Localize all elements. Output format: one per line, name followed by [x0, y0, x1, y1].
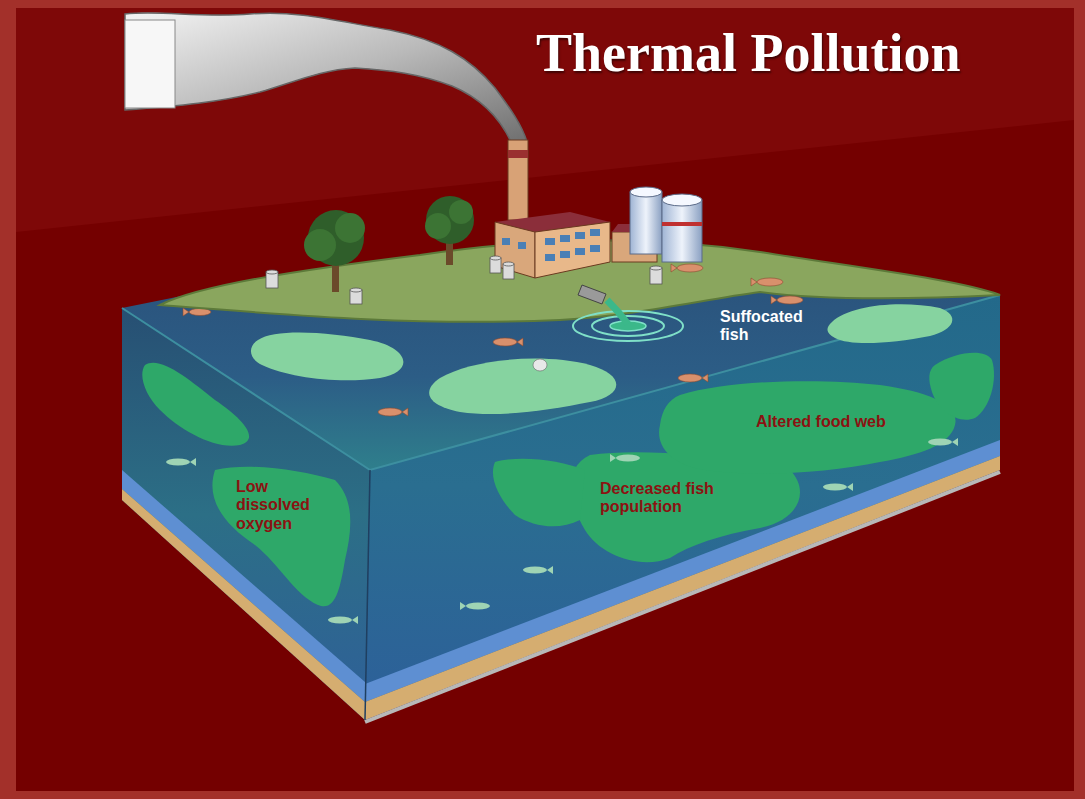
dead-fish-on-land-part — [677, 264, 703, 272]
factory-part-part — [560, 251, 570, 258]
discharge-pipe-part — [607, 300, 628, 324]
fish-front-part — [616, 455, 640, 462]
factory-part-part — [575, 232, 585, 239]
dead-fish-on-land-part — [771, 296, 777, 304]
fish-front-part — [847, 483, 853, 491]
green-zones-front-part — [493, 459, 585, 527]
effect-label: Low dissolved oxygen — [236, 478, 331, 533]
fish-top-part — [183, 308, 189, 316]
trees-part — [304, 229, 336, 261]
water-block-part — [365, 440, 1000, 702]
fish-front-part — [166, 459, 190, 466]
barrels-part — [490, 256, 501, 260]
factory-part-part — [545, 238, 555, 245]
factory-part-part — [518, 242, 526, 249]
barrels-part — [503, 262, 514, 266]
green-zones-top-part — [827, 304, 952, 343]
fish-front-part — [928, 439, 952, 446]
smoke-plume — [125, 13, 527, 142]
fish-front-part — [190, 458, 196, 466]
smoke-plume-part — [125, 13, 527, 142]
factory-part-part — [590, 229, 600, 236]
factory-part-part — [502, 238, 510, 245]
barrels — [266, 256, 662, 304]
trees — [304, 196, 474, 292]
background-part — [16, 8, 1074, 791]
factory-part-part — [560, 235, 570, 242]
fish-front — [166, 438, 958, 624]
storage-tanks-part — [630, 187, 662, 197]
fish-top-part — [493, 338, 517, 346]
fish-top — [183, 308, 708, 416]
fish-top-part — [533, 359, 547, 371]
trees-part — [426, 196, 474, 244]
fish-top-part — [402, 408, 408, 416]
title: Thermal Pollution — [536, 22, 961, 84]
fish-top-part — [517, 338, 523, 346]
storage-tanks — [630, 187, 702, 262]
barrels-part — [650, 266, 662, 270]
green-zones-top-part — [251, 332, 403, 380]
green-zones-front — [142, 353, 994, 606]
discharge-pipe-part — [578, 285, 606, 304]
factory-part — [535, 222, 610, 278]
factory-part-part — [590, 245, 600, 252]
green-zones-front-part — [929, 353, 994, 420]
dead-fish-on-land-part — [777, 296, 803, 304]
background-part — [16, 8, 1074, 232]
land — [160, 240, 1000, 321]
discharge-pipe-part — [573, 311, 683, 341]
water-block-part — [365, 470, 370, 720]
factory-part — [508, 150, 528, 158]
storage-tanks-part — [662, 194, 702, 206]
fish-top-part — [678, 374, 702, 382]
storage-tanks-part — [630, 192, 662, 254]
dead-fish-on-land — [671, 264, 803, 304]
fish-front-part — [352, 616, 358, 624]
barrels-part — [350, 288, 362, 292]
dead-fish-on-land-part — [671, 264, 677, 272]
fish-front-part — [328, 617, 352, 624]
trees-part — [335, 213, 365, 243]
factory-part — [502, 229, 600, 261]
fish-front-part — [460, 602, 466, 610]
trees-part — [449, 200, 473, 224]
fish-front-part — [952, 438, 958, 446]
factory-part-part — [545, 254, 555, 261]
storage-tanks-part — [662, 200, 702, 262]
land-part — [160, 240, 1000, 321]
effect-label: Suffocated fish — [720, 308, 820, 345]
storage-tanks-part — [662, 222, 702, 226]
water-block — [122, 238, 1000, 722]
trees-part — [425, 213, 451, 239]
water-block-part — [365, 456, 1000, 720]
factory-part — [508, 140, 528, 220]
fish-top-part — [378, 408, 402, 416]
green-zones-front-part — [212, 467, 350, 607]
discharge-pipe — [573, 285, 683, 341]
green-zones-top-part — [429, 359, 616, 415]
dead-fish-on-land-part — [757, 278, 783, 286]
fish-top-part — [702, 374, 708, 382]
fish-front-part — [523, 567, 547, 574]
fish-front-part — [466, 603, 490, 610]
fish-front-part — [547, 566, 553, 574]
effect-label: Altered food web — [756, 413, 886, 431]
green-zones-front-part — [659, 381, 955, 474]
fish-front-part — [823, 484, 847, 491]
fish-front-part — [610, 454, 616, 462]
factory-part-part — [575, 248, 585, 255]
dead-fish-on-land-part — [751, 278, 757, 286]
barrels-part — [266, 270, 278, 274]
smoke-plume-part — [125, 20, 175, 108]
effect-label: Decreased fish population — [600, 480, 780, 517]
green-zones-front-part — [142, 363, 249, 446]
